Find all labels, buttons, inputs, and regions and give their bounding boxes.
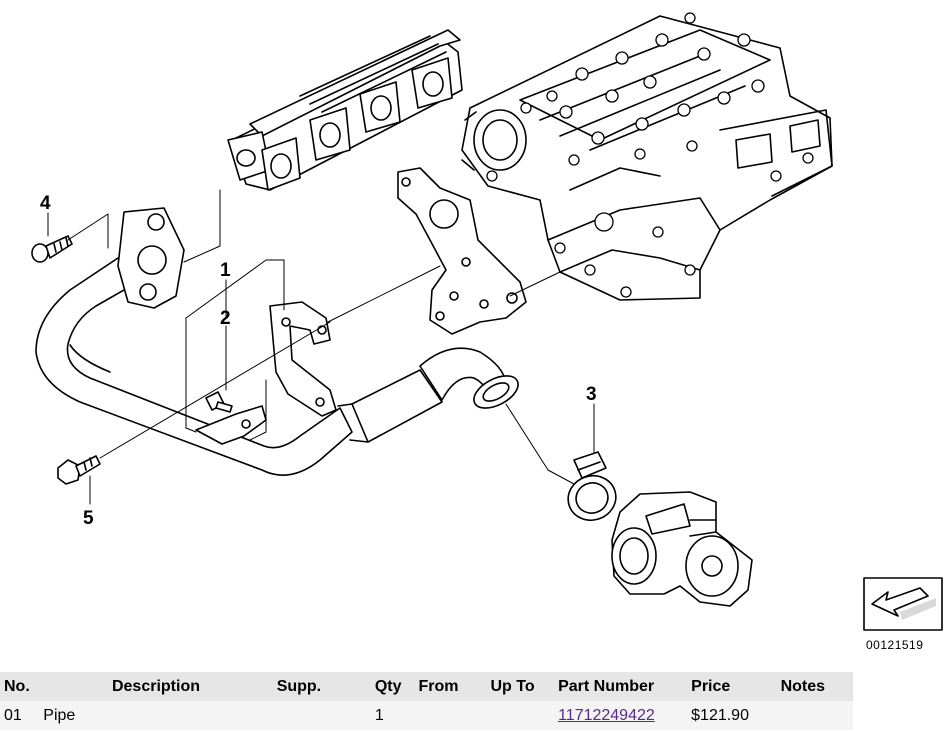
cell-notes [776,701,853,730]
arrow-down-left-icon[interactable] [863,577,943,631]
header-description: Description [39,672,273,701]
header-notes: Notes [776,672,853,701]
engine-block [461,12,833,301]
cell-supp [272,701,371,730]
cell-price: $121.90 [687,701,777,730]
cell-up-to [486,701,555,730]
hose-clamp [567,451,617,521]
bolt-part-2 [205,391,233,413]
image-id-label: 00121519 [866,638,923,652]
cell-qty: 1 [370,701,415,730]
cell-part-number: 11712249422 [554,701,688,730]
exhaust-pipe [35,207,519,476]
mounting-bracket [397,167,527,335]
header-from: From [414,672,487,701]
parts-table: No. Description Supp. Qty From Up To Par… [0,672,853,730]
callout-3[interactable]: 3 [586,384,597,405]
header-part-number: Part Number [554,672,688,701]
header-price: Price [687,672,777,701]
exhaust-manifold [227,29,463,191]
callout-5[interactable]: 5 [83,508,94,529]
callout-1[interactable]: 1 [220,260,231,281]
cell-description: Pipe [39,701,273,730]
table-row: 01 Pipe 1 11712249422 $121.90 [0,701,853,730]
header-qty: Qty [370,672,415,701]
callout-4[interactable]: 4 [40,193,51,214]
part-number-link[interactable]: 11712249422 [558,706,655,724]
header-no: No. [0,672,40,701]
header-supp: Supp. [272,672,371,701]
header-up-to: Up To [486,672,555,701]
cell-from [414,701,487,730]
leader-lines [47,189,595,505]
bolt-part-5 [57,455,101,485]
bolt-part-4 [31,235,73,263]
cell-no: 01 [0,701,40,730]
callout-2[interactable]: 2 [220,308,231,329]
parts-diagram: 4 1 2 3 5 00121519 [31,12,943,652]
table-header-row: No. Description Supp. Qty From Up To Par… [0,672,853,701]
egr-valve [611,491,753,607]
